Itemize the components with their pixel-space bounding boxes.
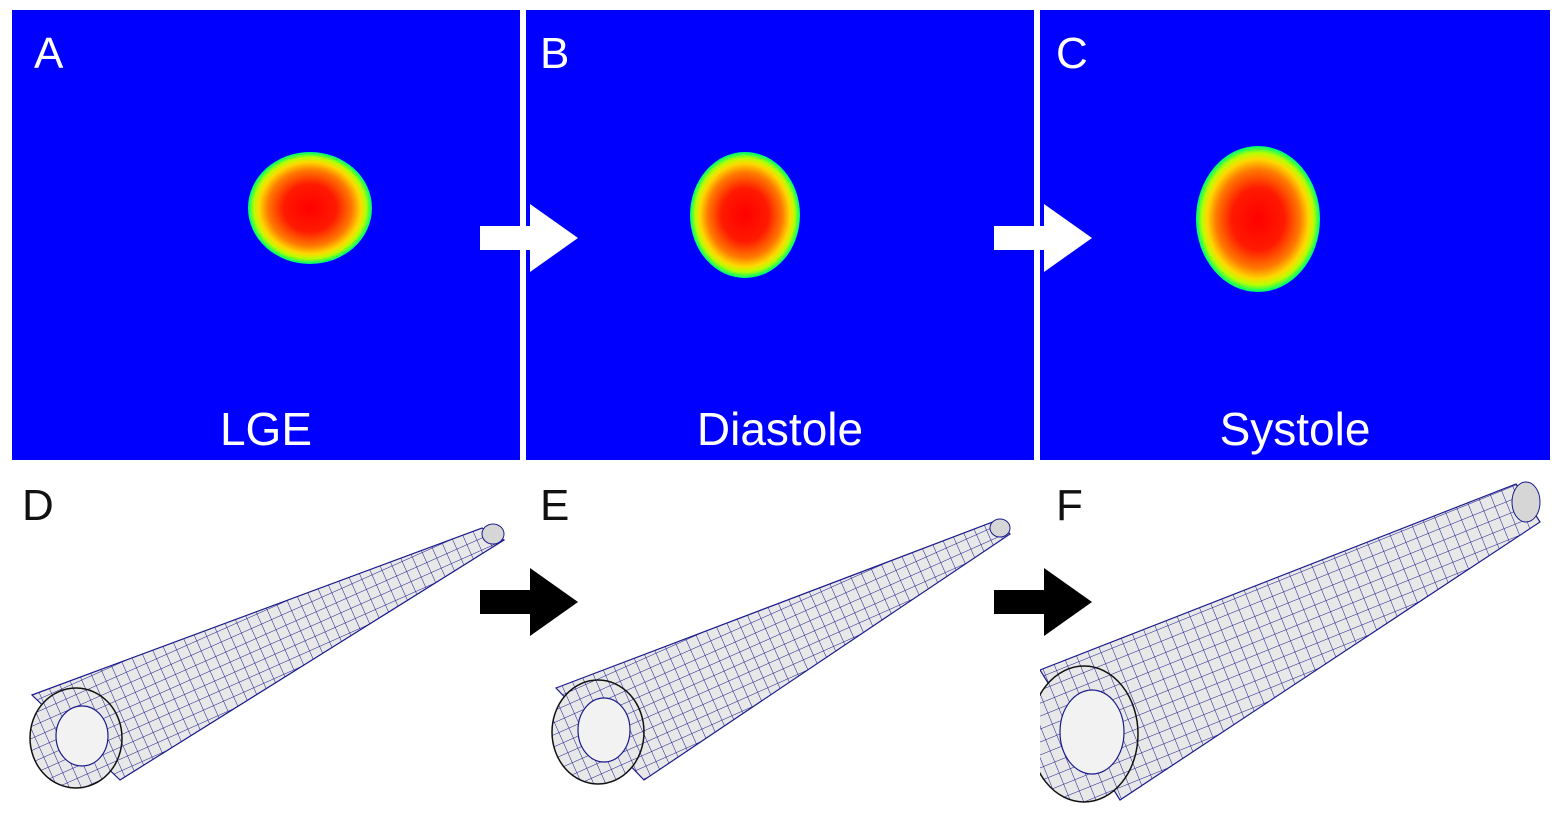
panel-caption-diastole: Diastole <box>696 403 864 455</box>
panel-e-mesh: E <box>526 470 1034 820</box>
panel-c-systole: C Systole <box>1040 10 1550 460</box>
panel-a-lge: A LGE <box>12 10 520 460</box>
panel-label-f: F <box>1056 481 1083 530</box>
panel-caption-systole: Systole <box>1219 403 1371 455</box>
panel-label-d: D <box>22 481 54 530</box>
panel-label-c: C <box>1056 29 1088 78</box>
gaussian-spot-diastole <box>690 152 800 278</box>
arrow-right-icon <box>994 204 1092 272</box>
arrow-right-icon <box>480 568 578 636</box>
panel-caption-lge: LGE <box>219 403 313 455</box>
tube-mesh-d <box>29 523 506 789</box>
tube-mesh-f <box>1040 481 1541 803</box>
tube-mesh-e <box>551 518 1011 785</box>
arrow-right-icon <box>480 204 578 272</box>
panel-label-a: A <box>34 29 64 78</box>
panel-d-mesh: D <box>12 470 520 820</box>
panel-f-mesh: F <box>1040 470 1550 820</box>
gaussian-spot-lge <box>248 152 372 264</box>
gaussian-spot-systole <box>1196 146 1320 292</box>
panel-b-diastole: B Diastole <box>526 10 1034 460</box>
panel-label-e: E <box>540 481 570 530</box>
panel-label-b: B <box>540 29 570 78</box>
arrow-right-icon <box>994 568 1092 636</box>
